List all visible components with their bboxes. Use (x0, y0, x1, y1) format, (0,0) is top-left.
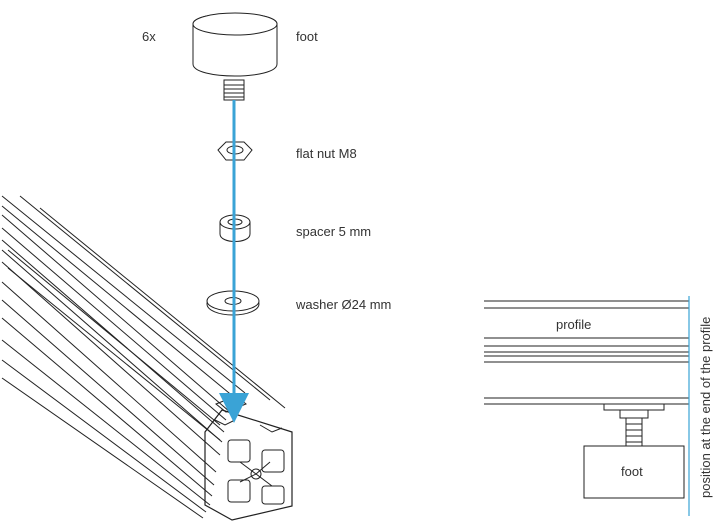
washer-label: washer Ø24 mm (295, 297, 391, 312)
foot-part (192, 12, 278, 101)
side-view-foot (583, 403, 685, 499)
spacer-label: spacer 5 mm (296, 224, 371, 239)
quantity-label: 6x (142, 29, 156, 44)
position-note: position at the end of the profile (698, 317, 713, 498)
side-foot-label: foot (621, 464, 643, 479)
flat-nut-label: flat nut M8 (296, 146, 357, 161)
aluminium-profile (1, 195, 293, 521)
profile-label: profile (556, 317, 591, 332)
foot-label: foot (296, 29, 318, 44)
